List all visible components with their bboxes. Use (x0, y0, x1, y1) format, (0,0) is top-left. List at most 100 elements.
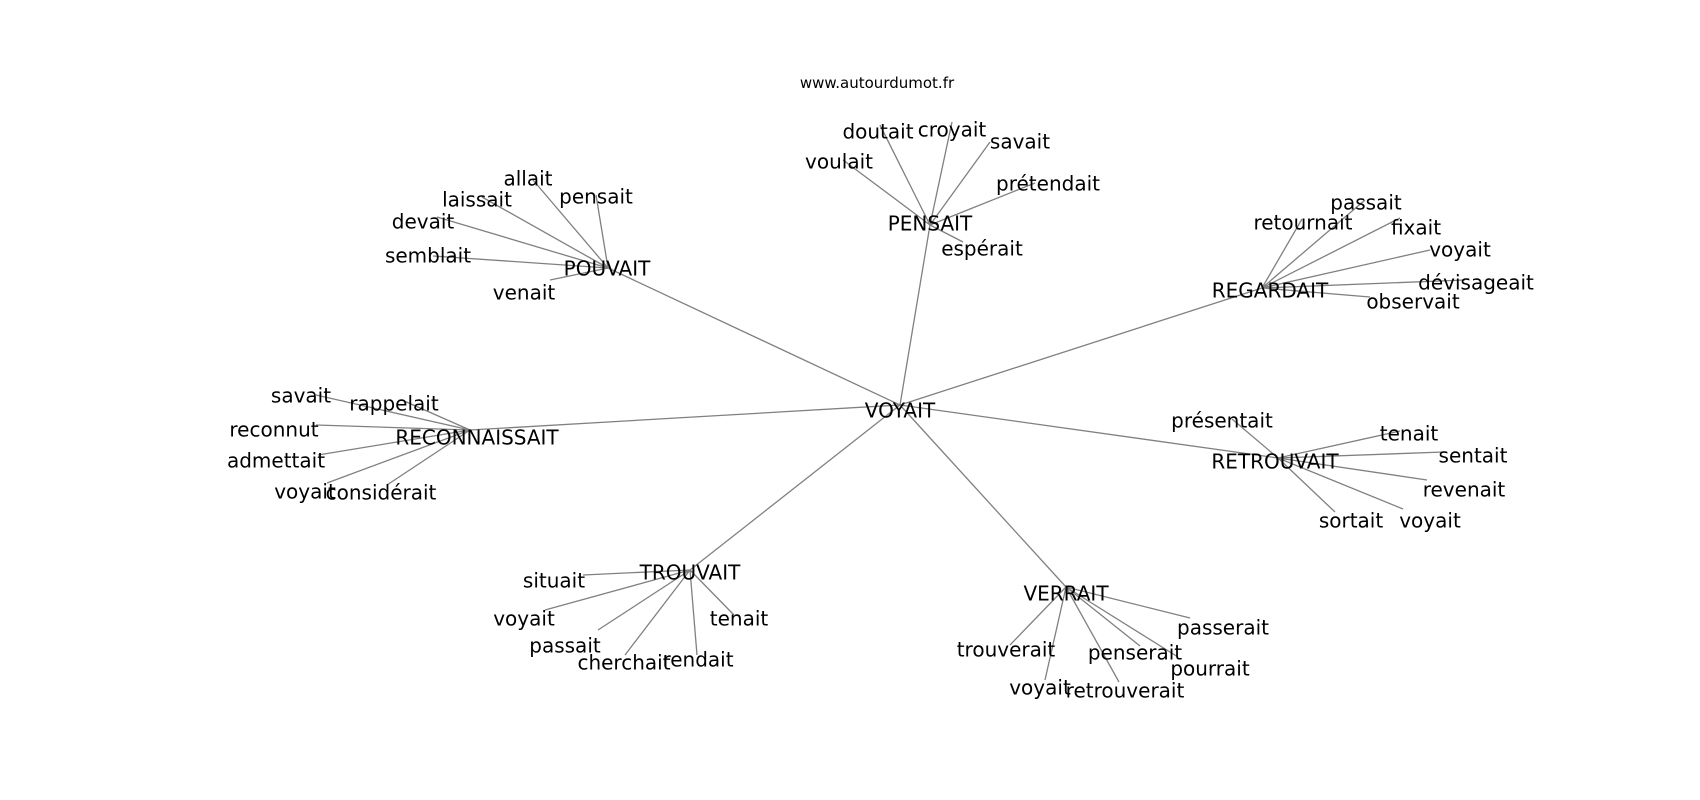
edge-trouvait-leaf (689, 569, 735, 616)
edge-verrait-leaf (1065, 586, 1120, 683)
edge-verrait-leaf (1065, 586, 1191, 619)
node-leaf-verrait[interactable]: trouverait (957, 638, 1056, 662)
edge-voyait-retrouvait (899, 404, 1279, 459)
edge-verrait-leaf (1065, 586, 1141, 647)
node-leaf-pensait[interactable]: prétendait (996, 172, 1100, 196)
edge-pensait-leaf (879, 124, 931, 226)
edge-pensait-leaf (929, 121, 953, 226)
edge-pouvait-leaf (432, 255, 609, 269)
edge-pouvait-leaf (532, 179, 609, 269)
edge-retrouvait-leaf (1231, 418, 1279, 459)
edge-trouvait-leaf (582, 569, 691, 576)
edge-regardait-leaf (1261, 287, 1371, 298)
edge-pouvait-leaf (481, 196, 609, 269)
edges-layer (315, 121, 1466, 683)
node-leaf-pouvait[interactable]: semblait (385, 244, 471, 268)
node-leaf-reconnaissait[interactable]: reconnut (229, 418, 318, 442)
node-leaf-verrait[interactable]: pourrait (1170, 657, 1250, 681)
edge-pouvait-leaf (549, 267, 609, 281)
node-center-voyait[interactable]: VOYAIT (865, 399, 936, 423)
node-leaf-reconnaissait[interactable]: admettait (227, 449, 325, 473)
edge-reconnaissait-leaf (326, 429, 471, 484)
edge-voyait-reconnaissait (469, 404, 901, 431)
node-leaf-pensait[interactable]: croyait (918, 118, 987, 142)
edge-trouvait-leaf (689, 569, 698, 656)
edge-pensait-leaf (929, 182, 1036, 226)
node-leaf-trouvait[interactable]: passait (529, 634, 601, 658)
edge-retrouvait-leaf (1277, 457, 1336, 513)
node-leaf-regardait[interactable]: voyait (1429, 238, 1491, 262)
edge-voyait-verrait (899, 404, 1067, 588)
edge-verrait-leaf (1065, 586, 1179, 658)
node-leaf-reconnaissait[interactable]: voyait (274, 480, 336, 504)
edge-voyait-pensait (899, 224, 931, 406)
node-leaf-pensait[interactable]: doutait (842, 120, 913, 144)
node-leaf-retrouvait[interactable]: voyait (1399, 509, 1461, 533)
node-hub-regardait[interactable]: REGARDAIT (1212, 279, 1329, 303)
node-leaf-reconnaissait[interactable]: savait (271, 384, 331, 408)
edge-pensait-leaf (929, 224, 964, 243)
node-leaf-pensait[interactable]: savait (990, 130, 1050, 154)
node-leaf-retrouvait[interactable]: revenait (1423, 478, 1506, 502)
edge-reconnaissait-leaf (401, 399, 471, 431)
node-leaf-regardait[interactable]: passait (1330, 191, 1402, 215)
edge-pensait-leaf (929, 141, 991, 226)
edge-reconnaissait-leaf (317, 429, 471, 456)
node-leaf-retrouvait[interactable]: sortait (1319, 509, 1384, 533)
node-leaf-regardait[interactable]: observait (1366, 290, 1460, 314)
edge-verrait-leaf (1044, 586, 1067, 681)
edge-regardait-leaf (1261, 249, 1431, 289)
edge-voyait-regardait (899, 287, 1263, 406)
node-leaf-retrouvait[interactable]: tenait (1380, 422, 1439, 446)
edge-retrouvait-leaf (1277, 457, 1428, 481)
node-leaf-pouvait[interactable]: pensait (559, 185, 633, 209)
node-hub-verrait[interactable]: VERRAIT (1023, 582, 1109, 606)
node-leaf-verrait[interactable]: penserait (1088, 641, 1182, 665)
node-leaf-trouvait[interactable]: tenait (710, 607, 769, 631)
edge-reconnaissait-leaf (315, 394, 471, 431)
edge-pouvait-leaf (436, 216, 609, 269)
edge-retrouvait-leaf (1277, 451, 1445, 459)
edge-pensait-leaf (842, 159, 931, 226)
edge-trouvait-leaf (544, 569, 691, 611)
node-hub-reconnaissait[interactable]: RECONNAISSAIT (395, 426, 559, 450)
node-leaf-pensait[interactable]: espérait (941, 237, 1023, 261)
edge-retrouvait-leaf (1277, 457, 1404, 510)
node-leaf-pensait[interactable]: voulait (805, 150, 873, 174)
edge-regardait-leaf (1261, 279, 1466, 289)
node-leaf-retrouvait[interactable]: sentait (1439, 444, 1508, 468)
edge-regardait-leaf (1261, 199, 1366, 289)
edge-trouvait-leaf (597, 569, 691, 631)
node-leaf-trouvait[interactable]: situait (523, 569, 585, 593)
node-leaf-regardait[interactable]: fixait (1391, 216, 1441, 240)
node-hub-retrouvait[interactable]: RETROUVAIT (1211, 450, 1339, 474)
edge-voyait-trouvait (689, 404, 901, 571)
node-hub-pensait[interactable]: PENSAIT (888, 212, 973, 236)
edge-pouvait-leaf (595, 194, 609, 269)
node-leaf-trouvait[interactable]: voyait (493, 607, 555, 631)
edge-voyait-pouvait (607, 267, 901, 406)
edge-reconnaissait-leaf (386, 429, 471, 486)
node-leaf-trouvait[interactable]: rendait (662, 648, 733, 672)
edge-regardait-leaf (1261, 218, 1303, 289)
node-leaf-retrouvait[interactable]: présentait (1171, 409, 1273, 433)
node-leaf-pouvait[interactable]: allait (503, 167, 552, 191)
node-leaf-verrait[interactable]: retrouverait (1066, 679, 1185, 703)
node-leaf-verrait[interactable]: voyait (1009, 676, 1071, 700)
node-leaf-regardait[interactable]: retournait (1253, 211, 1352, 235)
node-leaf-pouvait[interactable]: laissait (442, 188, 512, 212)
edge-retrouvait-leaf (1277, 430, 1401, 459)
node-leaf-pouvait[interactable]: venait (493, 281, 556, 305)
node-hub-trouvait[interactable]: TROUVAIT (639, 561, 741, 585)
node-hub-pouvait[interactable]: POUVAIT (564, 257, 651, 281)
node-leaf-verrait[interactable]: passerait (1177, 616, 1269, 640)
node-leaf-pouvait[interactable]: devait (392, 210, 455, 234)
edge-reconnaissait-leaf (315, 424, 471, 431)
node-leaf-trouvait[interactable]: cherchait (577, 651, 670, 675)
edge-trouvait-leaf (624, 569, 691, 656)
node-leaf-reconnaissait[interactable]: rappelait (349, 392, 439, 416)
node-leaf-regardait[interactable]: dévisageait (1418, 271, 1534, 295)
node-leaf-reconnaissait[interactable]: considérait (326, 481, 437, 505)
